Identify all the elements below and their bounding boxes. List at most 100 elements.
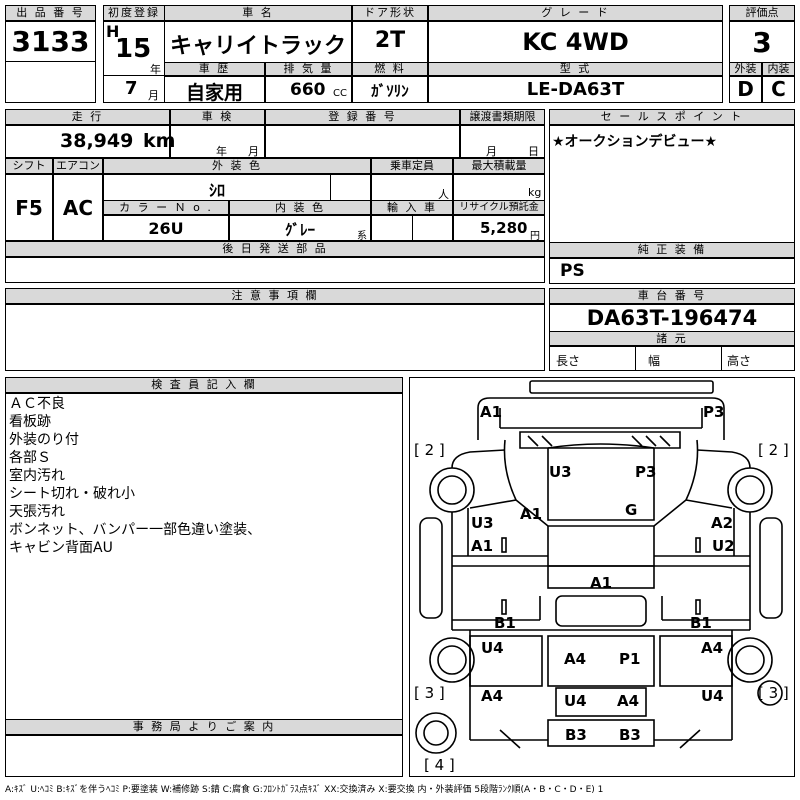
damage-mark: A1 [471, 537, 494, 555]
inspection-month-unit: 月 [248, 145, 259, 158]
inspector-line: 室内汚れ [9, 468, 65, 484]
chassis-number: DA63T-196474 [586, 306, 758, 330]
equipment-label: 純 正 装 備 [549, 242, 795, 258]
first-reg-label: 初度登録 [103, 5, 165, 21]
bracket-4: [ 4 ] [424, 756, 455, 774]
bracket-2-left: [ 2 ] [414, 441, 445, 459]
damage-mark: U4 [481, 639, 504, 657]
recycle-unit: 円 [530, 231, 540, 242]
inspector-line: ボンネット、バンパー一部色違い塗装、 [9, 522, 262, 538]
damage-mark: B1 [494, 614, 516, 632]
history-label: 車 歴 [164, 62, 265, 76]
damage-mark: B3 [565, 726, 587, 744]
office-label: 事 務 局 よ り ご 案 内 [5, 719, 403, 735]
equipment: PS [560, 261, 585, 281]
damage-mark: P3 [635, 463, 657, 481]
recycle-label: リサイクル預託金 [453, 200, 545, 215]
damage-mark: A1 [520, 505, 543, 523]
inspector-lines: ＡＣ不良 看板跡 外装のり付 各部Ｓ 室内汚れ シート切れ・破れ小 天張汚れ ボ… [9, 395, 261, 557]
damage-mark: P1 [619, 650, 641, 668]
displacement: 660 [290, 80, 326, 100]
ext-grade: D [737, 77, 754, 101]
inspector-line: 天張汚れ [9, 504, 65, 520]
score-label: 評価点 [729, 5, 795, 21]
sales-point-text: ★オークションデビュー★ [552, 134, 718, 150]
reg-year: 15 [115, 34, 152, 64]
bracket-2-right: [ 2 ] [758, 441, 789, 459]
displacement-unit: CC [333, 88, 347, 99]
score: 3 [752, 26, 772, 59]
damage-mark: A4 [701, 639, 724, 657]
lot-number: 3133 [11, 25, 90, 58]
ext-grade-label: 外装 [729, 62, 762, 76]
mileage: 38,949 [60, 130, 134, 152]
shift: F5 [15, 196, 43, 220]
model-code: LE-DA63T [526, 79, 625, 100]
damage-mark: U4 [564, 692, 587, 710]
inspector-line: キャビン背面AU [9, 540, 113, 556]
ac: AC [62, 196, 94, 220]
inspector-line: シート切れ・破れ小 [9, 486, 135, 502]
capacity-unit: 人 [438, 188, 449, 201]
inspection-label: 車 検 [170, 109, 265, 125]
damage-mark: B1 [690, 614, 712, 632]
damage-mark: A4 [481, 687, 504, 705]
displacement-label: 排 気 量 [265, 62, 352, 76]
damage-mark: P3 [703, 403, 725, 421]
year-unit: 年 [150, 63, 161, 76]
grade-label: グ レ ー ド [428, 5, 723, 21]
later-parts-label: 後 日 発 送 部 品 [5, 241, 545, 257]
chassis-label: 車 台 番 号 [549, 288, 795, 304]
int-color: ｸﾞﾚｰ [284, 221, 315, 239]
damage-mark: U2 [712, 537, 735, 555]
length-label: 長さ [556, 354, 581, 368]
truck-outline [415, 380, 783, 754]
inspector-line: 看板跡 [9, 414, 51, 430]
damage-mark: G [625, 501, 638, 519]
grade: KC 4WD [522, 28, 629, 56]
damage-mark: A4 [617, 692, 640, 710]
history: 自家用 [185, 82, 243, 104]
damage-mark: A1 [480, 403, 503, 421]
inspector-line: 外装のり付 [9, 432, 79, 448]
damage-mark: U3 [471, 514, 494, 532]
mileage-label: 走 行 [5, 109, 170, 125]
shift-label: シフト [5, 158, 53, 174]
caution-label: 注 意 事 項 欄 [5, 288, 545, 304]
damage-legend: A:ｷｽﾞ U:ﾍｺﾐ B:ｷｽﾞを伴うﾍｺﾐ P:要塗装 W:補修跡 S:錆 … [5, 785, 604, 795]
door-type: 2T [374, 28, 406, 53]
capacity-label: 乗車定員 [371, 158, 453, 174]
int-color-label: 内 装 色 [229, 200, 371, 215]
inspector-line: ＡＣ不良 [9, 396, 65, 412]
lot-label: 出 品 番 号 [5, 5, 96, 21]
max-load-label: 最大積載量 [453, 158, 545, 174]
reg-month: 7 [125, 78, 138, 99]
int-color-unit: 系 [357, 231, 367, 242]
damage-mark: A2 [711, 514, 734, 532]
car-name: キャリイトラック [169, 34, 346, 59]
bracket-3-right: [ 3 ] [758, 684, 789, 702]
color-no-label: カ ラ ー Ｎ o . [103, 200, 229, 215]
door-label: ドア形状 [352, 5, 428, 21]
model-label: 型 式 [428, 62, 723, 76]
era: H [106, 22, 120, 41]
damage-mark: A1 [590, 574, 613, 592]
transfer-month-unit: 月 [486, 145, 497, 158]
transfer-deadline-label: 譲渡書類期限 [460, 109, 545, 125]
fuel-label: 燃 料 [352, 62, 428, 76]
damage-mark: B3 [619, 726, 641, 744]
int-grade-label: 内装 [762, 62, 795, 76]
transfer-day-unit: 日 [528, 145, 539, 158]
ext-color: ｼﾛ [208, 181, 225, 200]
int-grade: C [771, 77, 786, 101]
inspector-label: 検 査 員 記 入 欄 [5, 377, 403, 393]
specs-label: 諸 元 [549, 331, 795, 346]
color-no: 26U [148, 219, 184, 238]
max-load-unit: kg [528, 186, 542, 199]
recycle-fee: 5,280 [480, 219, 528, 237]
damage-mark: U3 [549, 463, 572, 481]
month-unit: 月 [148, 89, 159, 102]
fuel: ｶﾞｿﾘﾝ [371, 82, 409, 100]
ac-label: エアコン [53, 158, 103, 174]
mileage-unit: km [143, 130, 176, 152]
